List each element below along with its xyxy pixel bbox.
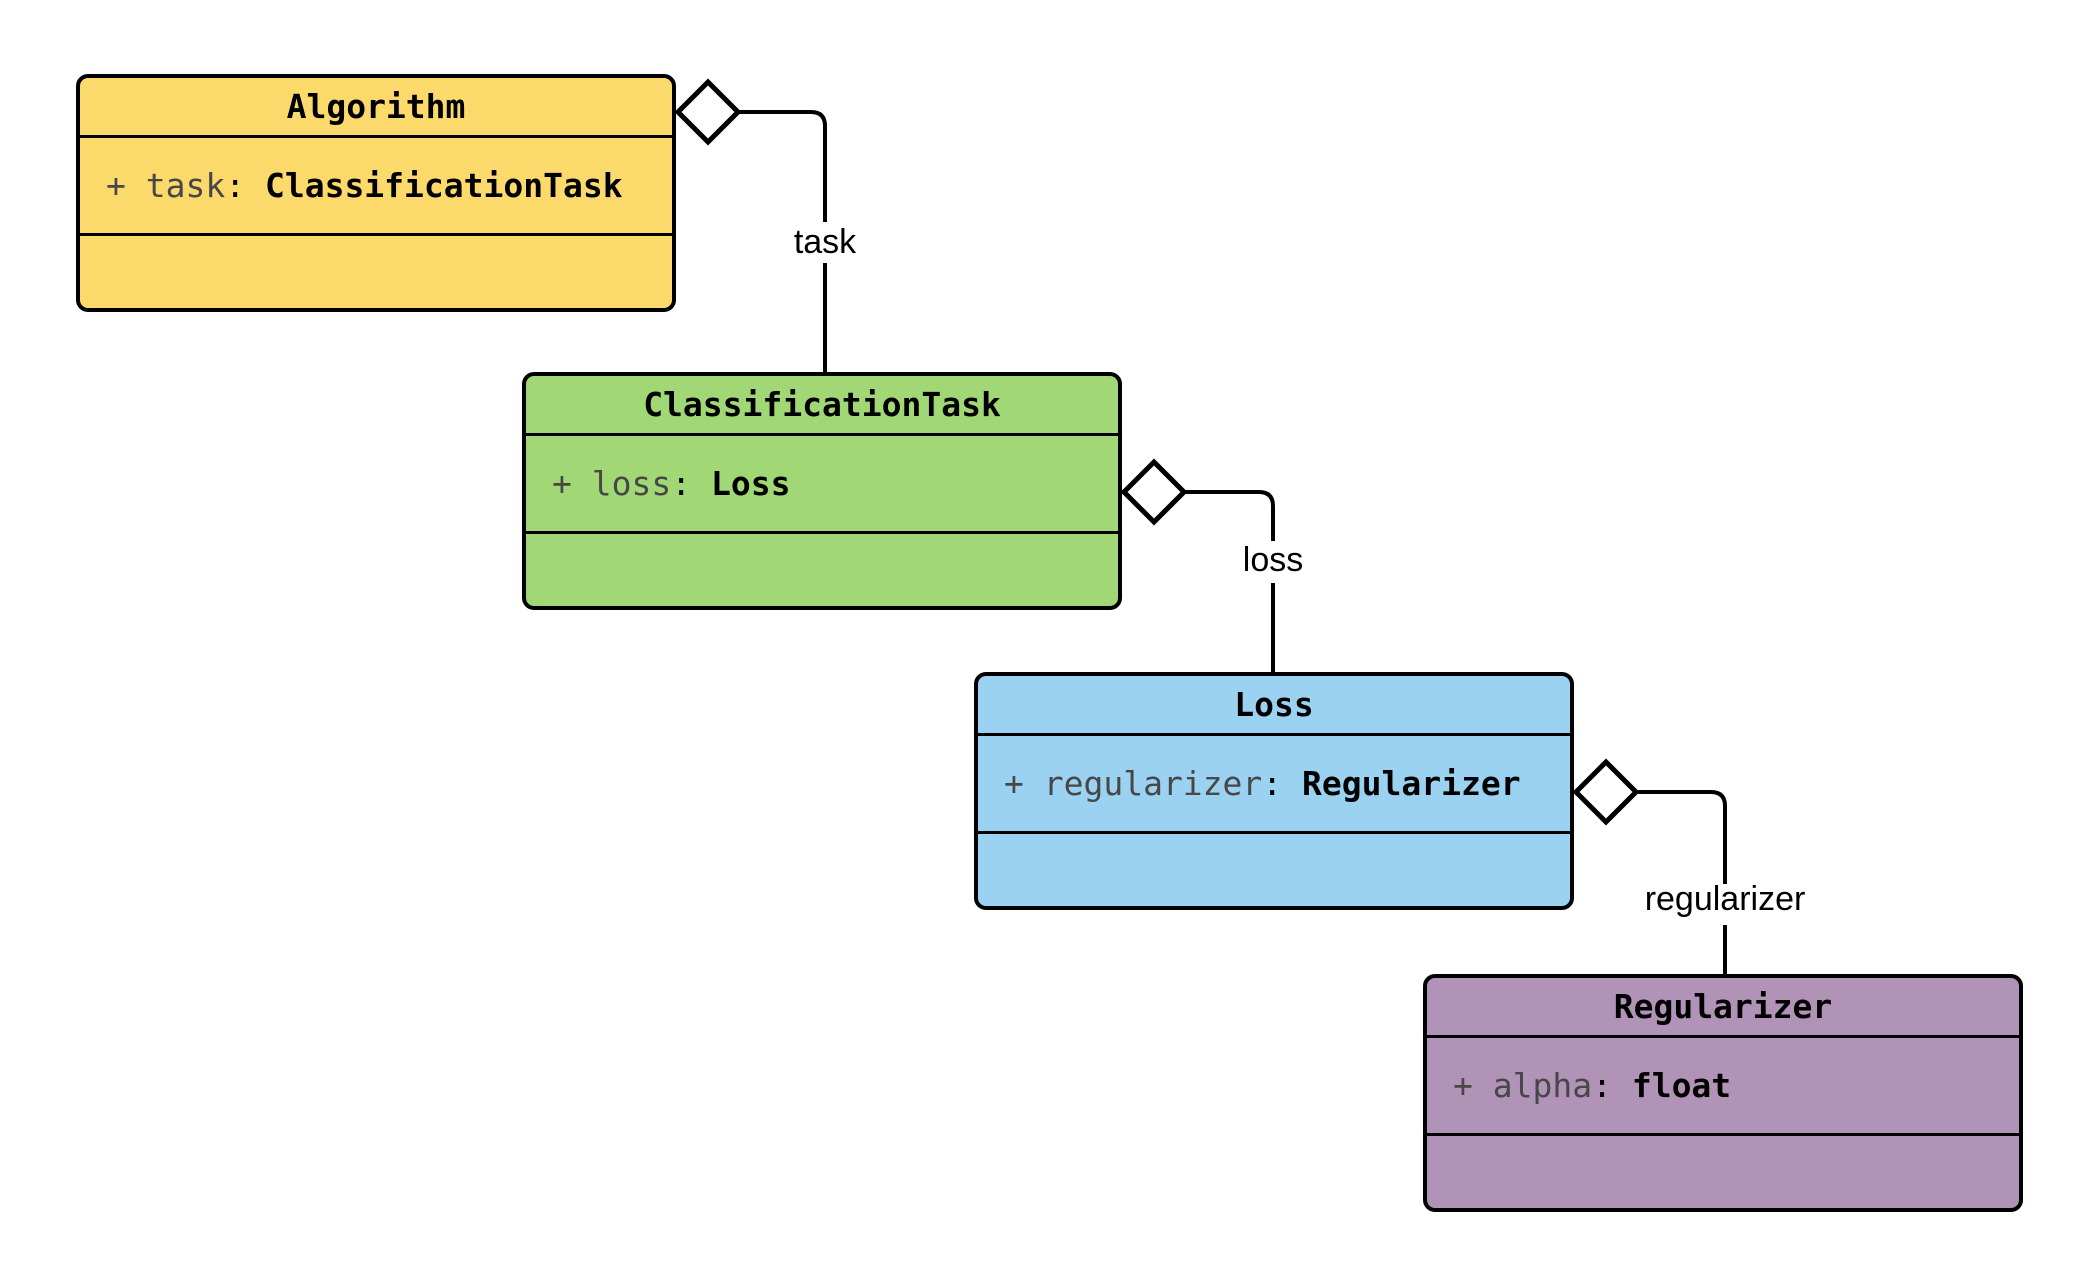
class-attribute-row: + task: ClassificationTask [80,138,672,236]
class-methods-row [80,236,672,308]
attribute-name: + loss [552,464,672,503]
aggregation-diamond-icon [674,78,742,146]
class-methods-row [526,534,1118,606]
relation-regularizer[interactable]: regularizer [1572,758,1806,974]
class-box-algorithm[interactable]: Algorithm + task: ClassificationTask [76,74,676,312]
class-box-loss[interactable]: Loss + regularizer: Regularizer [974,672,1574,910]
relation-regularizer-line [1636,790,1727,974]
attribute-type: float [1631,1066,1732,1105]
aggregation-diamond-icon [1572,758,1640,826]
attribute-type: ClassificationTask [264,166,623,205]
attribute-colon: : [1262,764,1303,803]
attribute-colon: : [671,464,711,503]
class-attribute-row: + alpha: float [1427,1038,2019,1136]
relation-loss-line [1184,490,1275,672]
class-methods-row [1427,1136,2019,1208]
class-attribute-row: + regularizer: Regularizer [978,736,1570,834]
relation-loss[interactable]: loss [1120,458,1303,672]
relation-loss-label: loss [1243,541,1303,579]
relation-task[interactable]: task [674,78,857,372]
class-methods-row [978,834,1570,906]
attribute-colon: : [225,166,265,205]
relation-task-label: task [794,223,857,261]
attribute-name: + task [106,166,226,205]
attribute-name: + regularizer [1004,764,1263,803]
class-attribute-row: + loss: Loss [526,436,1118,534]
relation-task-line [738,110,827,372]
class-title: Loss [978,676,1570,736]
class-title: Algorithm [80,78,672,138]
relation-regularizer-label: regularizer [1645,880,1806,918]
attribute-name: + alpha [1453,1066,1593,1105]
attribute-type: Loss [710,464,791,503]
attribute-type: Regularizer [1302,764,1521,803]
attribute-colon: : [1592,1066,1632,1105]
class-title: Regularizer [1427,978,2019,1038]
class-title: ClassificationTask [526,376,1118,436]
class-box-classificationtask[interactable]: ClassificationTask + loss: Loss [522,372,1122,610]
aggregation-diamond-icon [1120,458,1188,526]
class-box-regularizer[interactable]: Regularizer + alpha: float [1423,974,2023,1212]
